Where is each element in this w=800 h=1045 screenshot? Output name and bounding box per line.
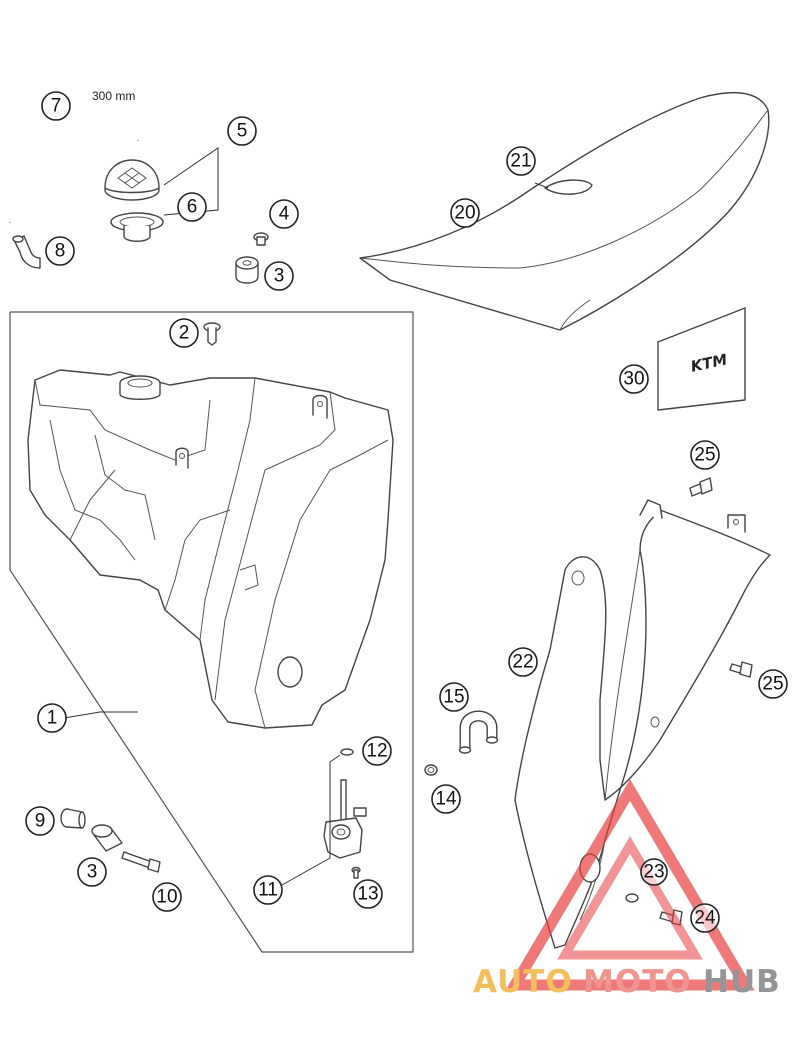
callout-23: 23 [640,858,668,886]
svg-text:8: 8 [55,241,66,262]
callout-25-right: 25 [758,669,788,699]
screw-25-right [729,661,753,678]
svg-text:14: 14 [435,789,457,810]
fuel-cap [104,159,160,201]
svg-text:3: 3 [274,266,285,287]
callout-15: 15 [439,682,469,712]
svg-text:5: 5 [237,121,248,142]
fuel-tap [323,779,367,859]
screw-4 [253,232,269,246]
hose-length-label: 300 mm [92,89,135,103]
svg-text:12: 12 [366,741,387,762]
spacer-top [235,256,259,284]
callout-30: 30 [619,364,649,394]
callout-6: 6 [177,192,207,222]
watermark-auto: AUTO [473,964,573,1000]
svg-text:21: 21 [510,151,531,172]
callout-7: 7 [41,91,71,121]
svg-text:6: 6 [187,197,198,218]
svg-text:3: 3 [87,862,98,883]
callout-12: 12 [362,736,392,766]
svg-text:13: 13 [357,884,378,905]
fuel-hose [8,111,140,223]
ktm-decal: KTM [657,307,746,411]
callout-8: 8 [45,236,75,266]
elbow-fitting [12,235,41,269]
callout-2: 2 [169,318,199,348]
hose-bend [458,710,499,754]
svg-text:23: 23 [643,862,664,883]
svg-text:25: 25 [694,445,715,466]
o-ring [340,748,354,756]
svg-text:25: 25 [762,674,783,695]
seat-pad [544,179,593,195]
svg-text:22: 22 [512,652,533,673]
callout-14: 14 [431,784,461,814]
screw-25-top [689,477,713,497]
svg-text:2: 2 [179,323,190,344]
bolt-10 [121,851,161,873]
callout-11: 11 [253,875,283,905]
callout-4: 4 [269,199,299,229]
svg-text:7: 7 [51,96,62,117]
watermark: AUTO MOTO HUB [473,779,781,1000]
seat [359,92,770,331]
callout-layer: 7 5 6 8 4 3 2 21 20 30 25 22 25 1 15 12 … [25,91,788,933]
svg-text:30: 30 [623,369,644,390]
svg-text:4: 4 [279,204,290,225]
screw-2 [203,322,221,346]
hose-clip [424,764,438,776]
svg-text:1: 1 [47,708,58,729]
svg-text:11: 11 [258,880,278,901]
watermark-moto: MOTO [583,964,692,1000]
fuel-tank [27,369,394,729]
svg-text:15: 15 [443,687,464,708]
callout-1: 1 [37,703,67,733]
watermark-triangle-icon [505,779,755,991]
tank-group-frame [9,311,414,953]
bolt-9 [60,808,86,829]
callout-10: 10 [152,882,182,912]
cap-seal [110,212,164,242]
svg-text:10: 10 [156,887,177,908]
callout-25-top: 25 [690,440,720,470]
callout-22: 22 [508,647,538,677]
svg-text:24: 24 [694,908,716,929]
screw-13 [351,866,361,879]
washer-23 [625,893,639,903]
callout-13: 13 [353,879,383,909]
callout-3-lower: 3 [77,857,107,887]
svg-text:20: 20 [454,203,475,224]
callout-24: 24 [690,903,720,933]
callout-21: 21 [506,146,536,176]
callout-20: 20 [450,198,480,228]
callout-5: 5 [227,116,257,146]
watermark-hub: HUB [703,964,781,1000]
callout-9: 9 [25,806,55,836]
spacer-lower [91,824,123,852]
callout-3-top: 3 [264,261,294,291]
svg-text:9: 9 [35,811,46,832]
